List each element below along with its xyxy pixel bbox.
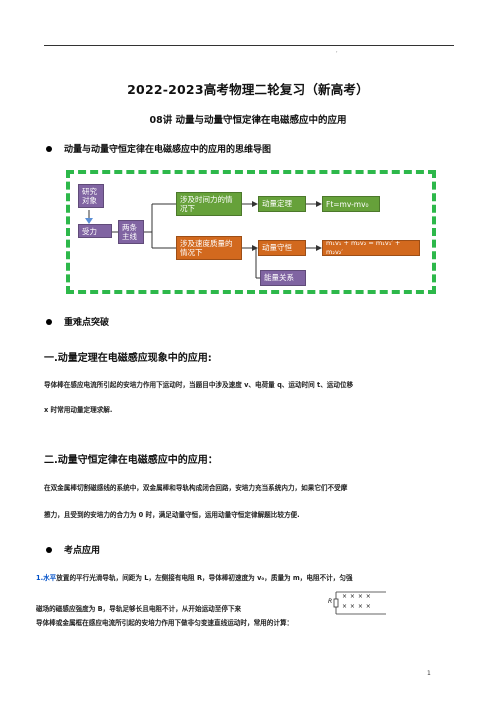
bullet-mindmap: 动量与动量守恒定律在电磁感应中的应用的思维导图 — [46, 142, 271, 155]
circuit-diagram: R × × × × × × × × — [328, 590, 388, 616]
question1-line2: 磁场的磁感应强度为 B，导轨足够长且电阻不计，从开始运动至停下来 — [36, 605, 242, 613]
section2-heading: 二.动量守恒定律在电磁感应中的应用： — [44, 455, 218, 466]
question1-keyword: 水平 — [43, 574, 57, 582]
mindmap-time-force: 涉及时间力的情况下 — [176, 192, 242, 216]
header-rule — [44, 45, 454, 46]
document-subtitle: 08讲 动量与动量守恒定律在电磁感应中的应用 — [149, 115, 347, 126]
bullet-application: 考点应用 — [46, 543, 100, 556]
bullet-dot-icon — [46, 145, 52, 152]
section2-line1: 在双金属棒切割磁感线的系统中，双金属棒和导轨构成闭合回路，安培力充当系统内力，如… — [44, 484, 348, 492]
mindmap-speed-mass: 涉及速度质量的情况下 — [176, 236, 242, 260]
section1-line1: 导体棒在感应电流所引起的安培力作用下运动时，当题目中涉及速度 v、电荷量 q、运… — [44, 381, 354, 389]
circuit-field-row2: × × × × — [342, 603, 372, 610]
question1-text1: 放置的平行光滑导轨，间距为 L，左侧接有电阻 R，导体棒初速度为 v₀，质量为 … — [56, 574, 353, 582]
section1-heading: 一.动量定理在电磁感应现象中的应用: — [44, 353, 212, 364]
mindmap-two-lines: 两条主线 — [118, 220, 144, 244]
bullet-key-points-text: 重难点突破 — [64, 318, 110, 328]
bullet-mindmap-text: 动量与动量守恒定律在电磁感应中的应用的思维导图 — [64, 145, 272, 155]
mindmap-energy-relation: 能量关系 — [260, 270, 306, 286]
header-mark: , — [336, 48, 338, 54]
bullet-dot-icon — [46, 318, 52, 325]
mindmap-momentum-theorem: 动量定理 — [258, 196, 306, 212]
mindmap-connectors — [85, 201, 322, 279]
question1-number: 1. — [36, 574, 44, 582]
bullet-dot-icon — [46, 546, 52, 553]
question1-line3: 导体棒或金属框在感应电流所引起的安培力作用下做非匀变速直线运动时，常用的计算： — [36, 619, 294, 627]
circuit-resistor-label: R — [328, 598, 333, 605]
section1-line2: x 时常用动量定理求解. — [44, 406, 113, 414]
bullet-application-text: 考点应用 — [64, 546, 101, 556]
section1-text: 导体棒在感应电流所引起的安培力作用下运动时，当题目中涉及速度 v、电荷量 q、运… — [44, 379, 460, 391]
document-title: 2022-2023高考物理二轮复习（新高考） — [127, 82, 369, 97]
circuit-rails — [333, 591, 386, 615]
page-number: 1 — [427, 670, 431, 677]
section2-line2: 擦力，且受到的安培力的合力为 0 时，满足动量守恒，运用动量守恒定律解题比较方便… — [44, 511, 300, 519]
circuit-field-row1: × × × × — [342, 593, 372, 600]
mindmap-momentum-conservation: 动量守恒 — [258, 240, 306, 256]
mindmap-conservation-formula: m₁v₁ + m₂v₂ = m₁v₁′ + m₂v₂′ — [322, 239, 420, 256]
mindmap-force: 受力 — [78, 224, 112, 238]
mindmap-theorem-formula: Ft=mv-mv₀ — [322, 196, 380, 212]
bullet-key-points: 重难点突破 — [46, 315, 109, 328]
question1-line1: 1.水平放置的平行光滑导轨，间距为 L，左侧接有电阻 R，导体棒初速度为 v₀，… — [36, 572, 353, 584]
mindmap-frame: 研究对象 受力 两条主线 涉及时间力的情况下 涉及速度质量的情况下 动量定理 动… — [66, 170, 436, 294]
mindmap-research-object: 研究对象 — [78, 184, 104, 208]
